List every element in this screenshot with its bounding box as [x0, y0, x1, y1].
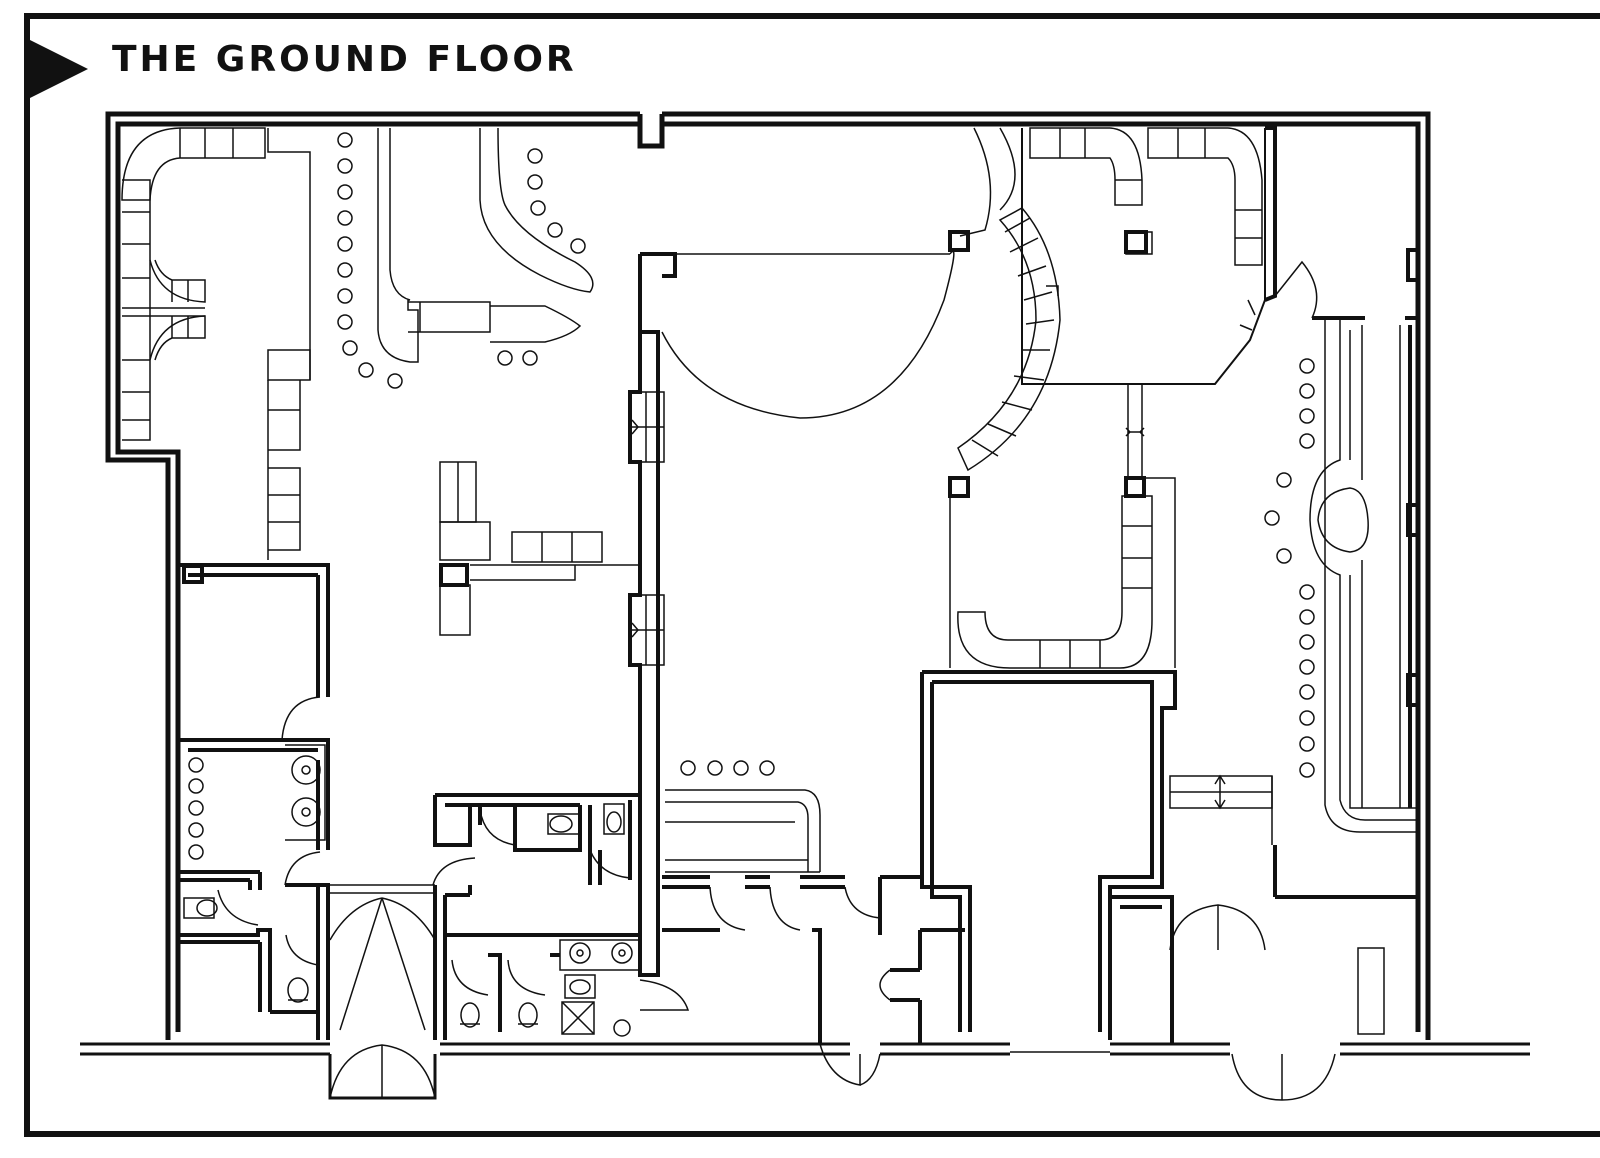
dance-floor	[661, 127, 1016, 419]
lower-center-rooms	[662, 875, 965, 1044]
bar-stools-left	[337, 132, 586, 389]
central-wall-openings	[630, 391, 665, 666]
vip-seating	[1029, 127, 1263, 331]
structural-columns	[948, 230, 1148, 498]
left-booth-seating	[121, 127, 266, 441]
left-office	[178, 563, 330, 760]
street-line	[80, 1042, 1530, 1056]
vip-door	[1274, 260, 1420, 320]
lower-right-lounge	[949, 384, 1176, 669]
lower-bar-counter	[665, 760, 821, 873]
central-lounge-furniture	[439, 461, 640, 636]
left-partition	[267, 128, 311, 560]
curved-banquette	[957, 207, 1061, 472]
sheet-border	[24, 13, 1600, 1137]
lower-center-doors	[639, 886, 891, 1086]
triangle-right-icon	[30, 40, 88, 98]
page-title: THE GROUND FLOOR	[112, 39, 577, 80]
main-bar-counter	[377, 127, 594, 363]
right-lower-fixtures	[1169, 774, 1385, 1101]
central-wall	[628, 252, 677, 977]
restroom-right	[433, 793, 640, 1040]
restroom-left	[178, 744, 330, 1040]
stage-block	[920, 670, 1177, 1040]
restroom-right-fixtures	[451, 803, 641, 1037]
main-entrance	[328, 857, 476, 1100]
vip-room	[1021, 126, 1277, 385]
right-lower-rooms	[1110, 845, 1418, 1044]
right-bar-stools	[1264, 358, 1315, 778]
left-office-door	[281, 696, 321, 741]
right-long-bar	[1309, 320, 1418, 833]
right-outer-wall-niches	[1406, 124, 1420, 707]
